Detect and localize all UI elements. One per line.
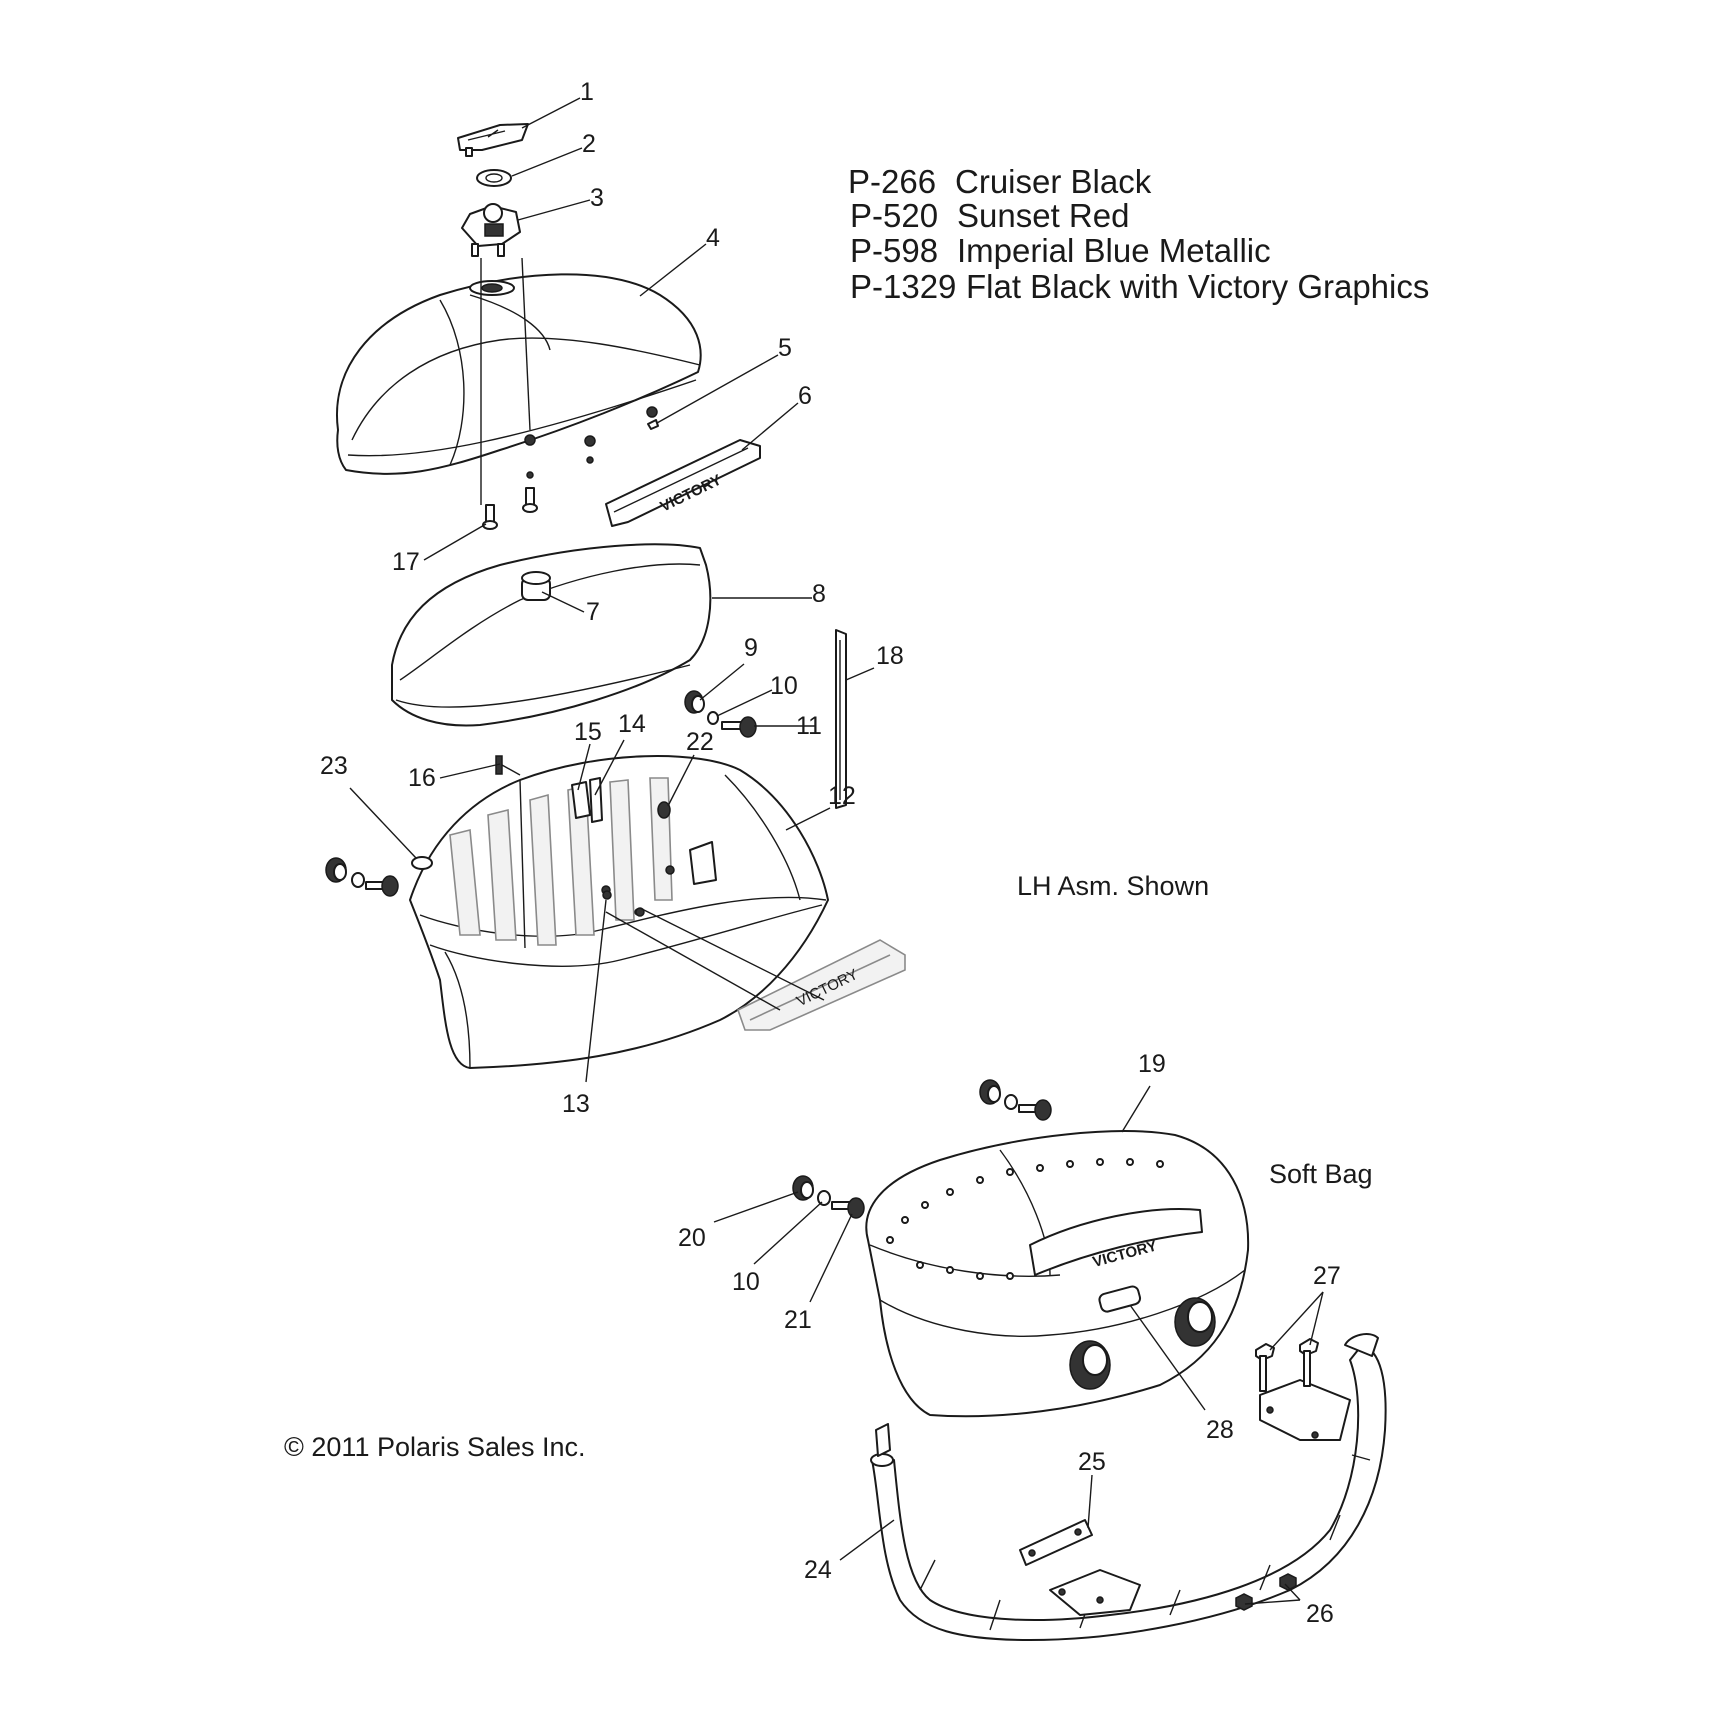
screw-part-13 <box>602 890 645 917</box>
callout-8: 8 <box>812 580 826 608</box>
callout-18: 18 <box>876 642 904 670</box>
callout-15: 15 <box>574 718 602 746</box>
legend-name-4: Flat Black with Victory Graphics <box>966 268 1429 305</box>
latch-mechanism-part <box>461 203 521 257</box>
leader-lines <box>349 97 1324 1605</box>
callout-25: 25 <box>1078 1448 1106 1476</box>
grommet-part-20 <box>792 1175 814 1201</box>
callout-22: 22 <box>686 728 714 756</box>
legend-name-3: Imperial Blue Metallic <box>957 232 1271 269</box>
legend-code-4: P-1329 <box>850 268 956 305</box>
victory-emblem-part: VICTORY <box>605 439 761 527</box>
callout-4: 4 <box>706 224 720 252</box>
washer-part <box>476 169 512 187</box>
copyright-note: © 2011 Polaris Sales Inc. <box>284 1432 586 1462</box>
bolt-part-21 <box>831 1197 865 1219</box>
left-side-hardware <box>325 857 399 897</box>
lh-assembly-note: LH Asm. Shown <box>1017 871 1209 901</box>
bolt-part-27 <box>1255 1338 1319 1392</box>
callout-27: 27 <box>1313 1262 1341 1290</box>
screw-part-5 <box>647 419 659 430</box>
legend-code-3: P-598 <box>850 232 938 269</box>
soft-bag-top-hardware <box>979 1079 1052 1121</box>
washer-part-10b <box>817 1190 831 1206</box>
callout-17: 17 <box>392 548 420 576</box>
color-legend: P-266 Cruiser Black P-520 Sunset Red P-5… <box>848 163 1429 305</box>
pin-part-16 <box>495 755 521 776</box>
strap-part <box>835 629 847 809</box>
callout-2: 2 <box>582 130 596 158</box>
nut-part-26 <box>1235 1573 1297 1611</box>
legend-code-2: P-520 <box>850 197 938 234</box>
legend-code-1: P-266 <box>848 163 936 200</box>
rail-bracket-upper <box>1259 1379 1351 1441</box>
saddlebag-body-part <box>409 755 829 1069</box>
callout-14: 14 <box>618 710 646 738</box>
callout-20: 20 <box>678 1224 706 1252</box>
screw-part-17 <box>482 487 538 530</box>
grommet-part-9 <box>684 690 705 714</box>
callout-10b: 10 <box>732 1268 760 1296</box>
callout-numbers: 1 2 3 4 5 6 17 7 8 9 10 11 18 15 14 22 1… <box>320 78 1341 1628</box>
bracket-part-15 <box>571 781 591 819</box>
callout-12: 12 <box>828 782 856 810</box>
legend-name-1: Cruiser Black <box>955 163 1152 200</box>
callout-9: 9 <box>744 634 758 662</box>
plug-part-23 <box>411 856 433 870</box>
callout-3: 3 <box>590 184 604 212</box>
plate-part-25 <box>1019 1519 1093 1566</box>
lid-gasket-part <box>391 543 712 727</box>
callout-7: 7 <box>586 598 600 626</box>
soft-bag-part: VICTORY <box>865 1130 1250 1418</box>
callout-16: 16 <box>408 764 436 792</box>
legend-name-2: Sunset Red <box>957 197 1129 234</box>
latch-cover-part <box>457 123 529 157</box>
bolt-part-11 <box>721 716 757 738</box>
callout-13: 13 <box>562 1090 590 1118</box>
callout-1: 1 <box>580 78 594 106</box>
soft-bag-note: Soft Bag <box>1269 1159 1373 1189</box>
callout-26: 26 <box>1306 1600 1334 1628</box>
saddlebag-lid-part <box>336 273 702 479</box>
callout-24: 24 <box>804 1556 832 1584</box>
washer-part-10 <box>707 711 719 725</box>
rivets <box>886 1158 1164 1280</box>
callout-21: 21 <box>784 1306 812 1334</box>
soft-bag-knobs <box>1069 1297 1216 1390</box>
callout-23: 23 <box>320 752 348 780</box>
callout-19: 19 <box>1138 1050 1166 1078</box>
callout-10: 10 <box>770 672 798 700</box>
callout-6: 6 <box>798 382 812 410</box>
clip-part-14 <box>589 777 603 823</box>
callout-28: 28 <box>1206 1416 1234 1444</box>
callout-5: 5 <box>778 334 792 362</box>
bumper-part <box>521 571 551 601</box>
callout-11: 11 <box>796 712 822 740</box>
rail-bracket-lower <box>1049 1569 1141 1616</box>
